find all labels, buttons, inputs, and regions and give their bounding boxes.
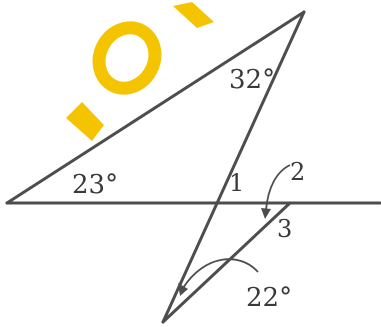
angle-22-arrowhead [178,283,188,296]
angle-2-label: 2 [290,158,305,186]
watermark-logo [66,2,214,141]
angle-bottom-label: 22° [246,283,292,313]
watermark-ring [92,21,162,95]
angle-3-label: 3 [277,215,292,243]
watermark-stroke-left [66,102,104,141]
angle-top-label: 32° [229,65,275,95]
angle-left-label: 23° [72,170,118,200]
angle-2-arrowhead [261,208,271,219]
angle-22-arrow [182,258,259,289]
triangle-side-upper [5,10,306,205]
angle-1-label: 1 [229,169,244,197]
transversal-line [161,10,306,324]
watermark-stroke-top [173,2,214,28]
angle-2-arrow [265,164,291,211]
lower-right-line [161,201,292,324]
